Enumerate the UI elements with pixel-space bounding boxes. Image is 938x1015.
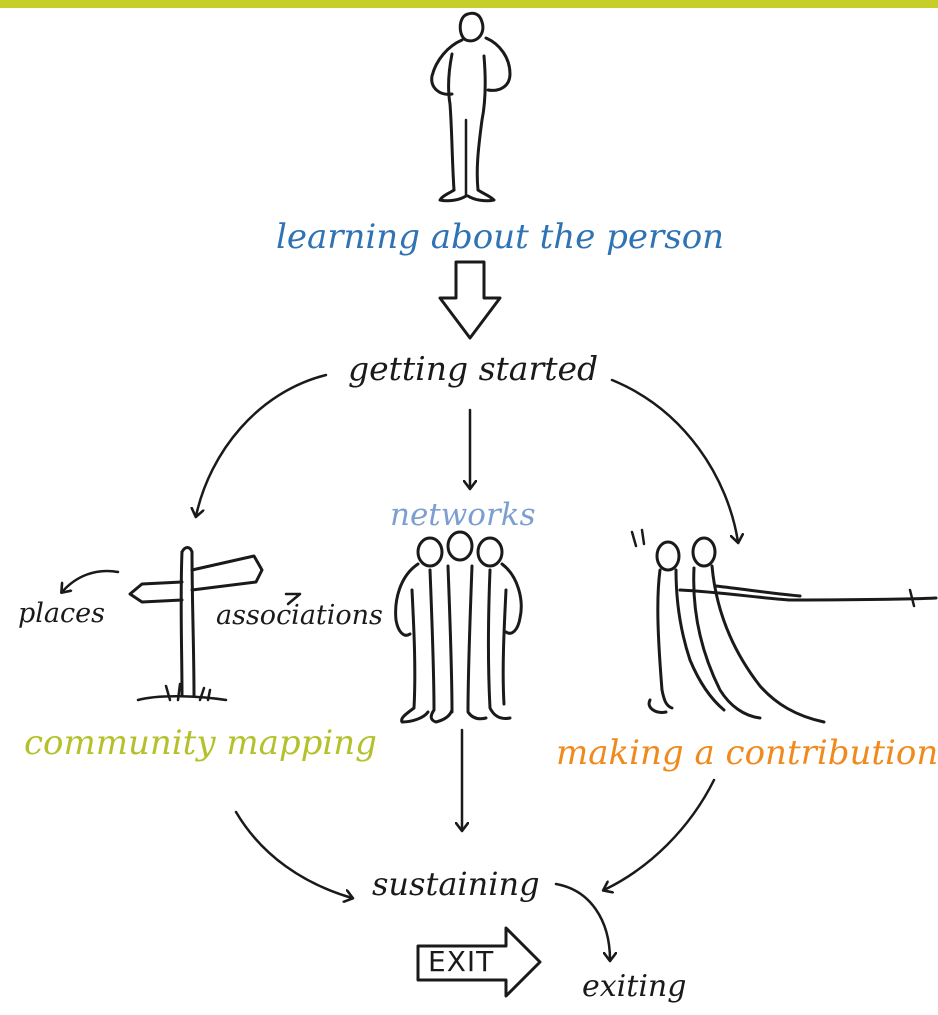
label-community-mapping: community mapping [24, 723, 377, 763]
label-making-a-contribution: making a contribution [556, 733, 938, 773]
label-exiting: exiting [582, 969, 687, 1004]
arrow-to-places [62, 569, 120, 592]
label-exit: EXIT [428, 945, 495, 978]
arrow-to-exiting [554, 882, 610, 960]
label-networks: networks [390, 497, 536, 533]
label-getting-started: getting started [348, 349, 599, 388]
label-sustaining: sustaining [372, 865, 540, 903]
exit-sign-icon [416, 926, 542, 998]
signpost-icon [128, 546, 264, 702]
arrow-contribution-to-sustaining [604, 778, 716, 890]
label-associations: associations [216, 600, 383, 631]
label-places: places [18, 598, 105, 629]
arrow-to-community-mapping [196, 373, 328, 516]
hollow-down-arrow [438, 260, 502, 340]
standing-person-icon [430, 11, 512, 203]
arrow-to-associations [284, 592, 302, 606]
tug-of-war-icon [630, 528, 938, 724]
group-of-people-icon [394, 530, 523, 724]
label-learning-about-the-person: learning about the person [276, 217, 725, 257]
arrow-community-to-sustaining [234, 810, 352, 898]
arrow-to-making-contribution [610, 378, 738, 542]
top-accent-bar [0, 0, 938, 8]
